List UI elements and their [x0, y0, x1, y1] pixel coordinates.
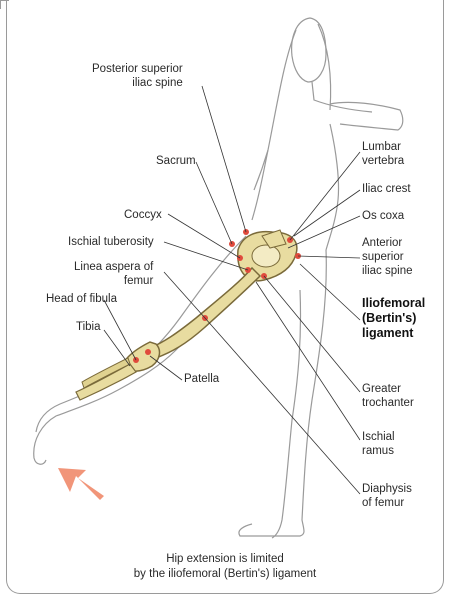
pelvic-foramen — [252, 245, 280, 267]
label-greater-trochanter: Greater trochanter — [362, 382, 414, 410]
label-patella: Patella — [184, 372, 219, 386]
label-anterior-superior-iliac-spine: Anterior superior iliac spine — [362, 236, 413, 278]
marker-patella — [145, 349, 151, 355]
caption-line-2: by the iliofemoral (Bertin's) ligament — [0, 567, 450, 582]
label-diaphysis-of-femur: Diaphysis of femur — [362, 482, 412, 510]
label-tibia: Tibia — [76, 320, 101, 334]
figure-caption: Hip extension is limited by the iliofemo… — [0, 552, 450, 582]
caption-line-1: Hip extension is limited — [0, 552, 450, 567]
label-linea-aspera: Linea aspera of femur — [74, 260, 153, 288]
arrow-up-left-icon — [58, 468, 104, 500]
label-iliac-crest: Iliac crest — [362, 182, 411, 196]
label-iliofemoral-ligament: Iliofemoral (Bertin's) ligament — [362, 296, 425, 341]
label-os-coxa: Os coxa — [362, 209, 404, 223]
label-posterior-superior-iliac-spine: Posterior superior iliac spine — [92, 62, 183, 90]
label-ischial-ramus: Ischial ramus — [362, 430, 395, 458]
label-coccyx: Coccyx — [124, 208, 162, 222]
label-ischial-tuberosity: Ischial tuberosity — [68, 235, 154, 249]
femur-bone — [150, 268, 260, 358]
label-head-of-fibula: Head of fibula — [46, 292, 117, 306]
label-sacrum: Sacrum — [156, 154, 196, 168]
label-lumbar-vertebra: Lumbar vertebra — [362, 140, 404, 168]
